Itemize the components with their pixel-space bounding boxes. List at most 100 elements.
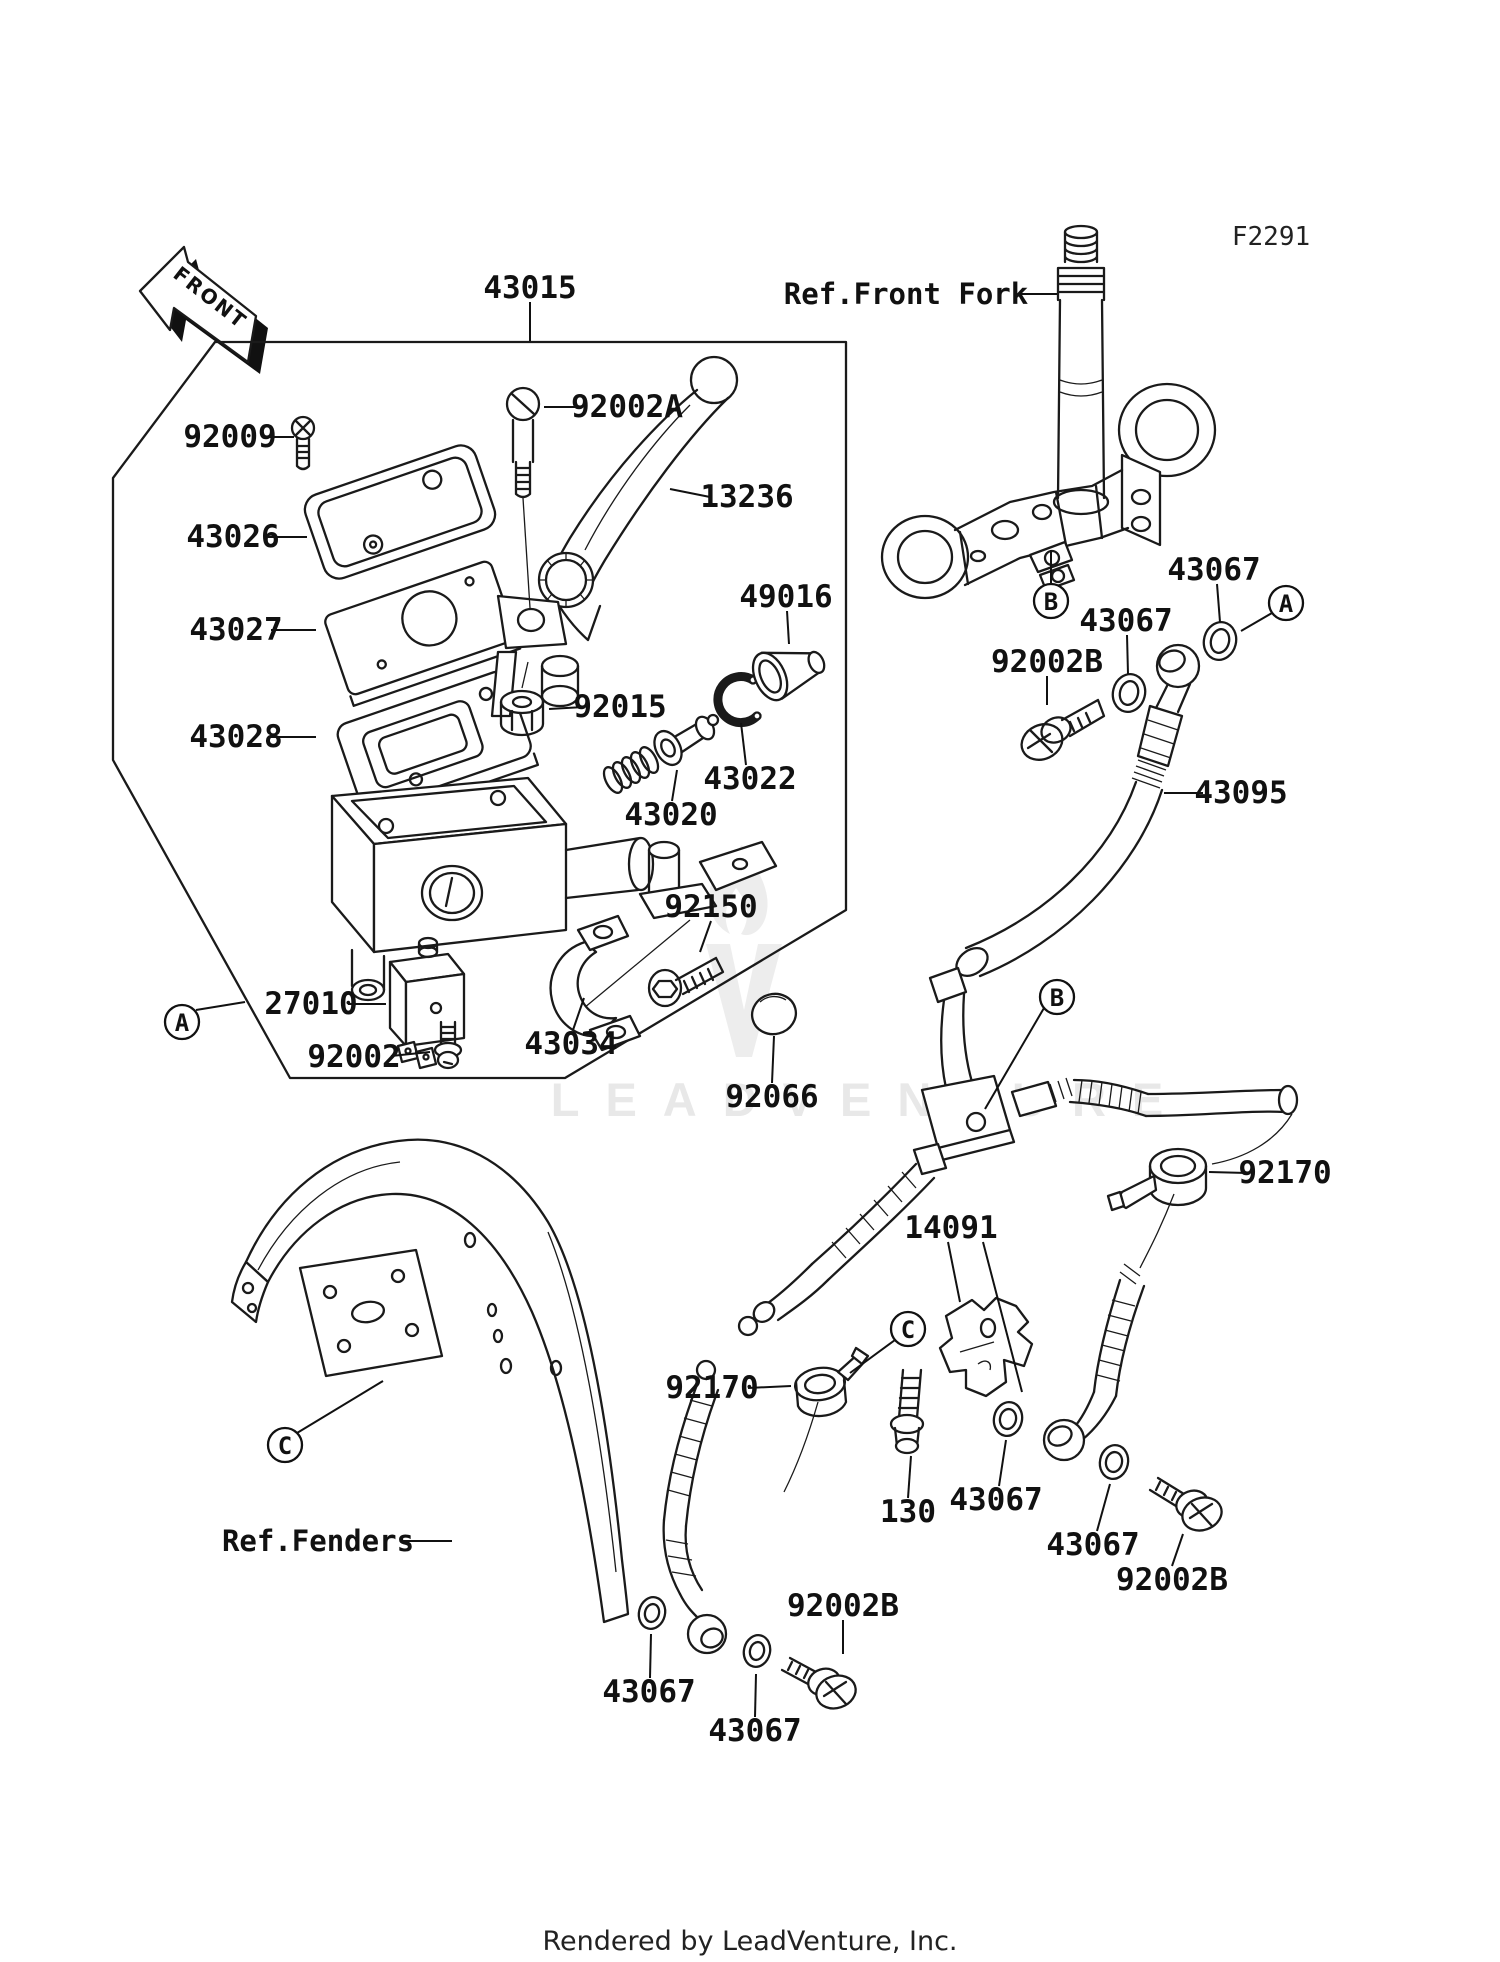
callout-letter: C	[901, 1316, 915, 1344]
part-number-label: 130	[880, 1494, 936, 1530]
part-number-label: 13236	[700, 479, 793, 515]
leader-line	[1208, 1171, 1248, 1174]
part-number-label: 43022	[703, 761, 796, 797]
part-number-label: 92170	[665, 1370, 758, 1406]
leader-line	[849, 1339, 896, 1374]
leader-line	[786, 610, 790, 645]
part-number-label: 43028	[189, 719, 282, 755]
leader-line	[984, 1007, 1045, 1110]
sealing-washer-drawing	[637, 1596, 772, 1668]
part-number-label: 92002	[307, 1039, 400, 1075]
part-number-label: 43020	[624, 797, 717, 833]
leader-line	[1171, 1533, 1184, 1567]
watermark-text: LEADVENTURE	[551, 1073, 1190, 1126]
banjo-bolt-bottom-drawing	[780, 1656, 857, 1710]
part-number-label: 92170	[1238, 1155, 1331, 1191]
leader-line	[669, 488, 711, 498]
part-number-label: 92002A	[571, 389, 683, 425]
leader-line	[771, 1035, 775, 1084]
part-number-label: 14091	[904, 1210, 997, 1246]
reservoir-cap-drawing	[303, 444, 497, 580]
sealing-washer-drawing	[1111, 621, 1238, 713]
part-number-label: 92009	[183, 419, 276, 455]
reservoir-cap-screw-drawing	[290, 415, 316, 471]
banjo-bolt-upper-drawing	[1020, 698, 1106, 761]
leader-line	[1126, 634, 1129, 675]
leader-line	[1240, 612, 1273, 632]
leader-line	[572, 997, 585, 1031]
part-number-label: 43015	[483, 270, 576, 306]
leader-line	[747, 1385, 792, 1389]
part-number-label: 92150	[664, 889, 757, 925]
assembly-frame-box	[111, 340, 848, 1080]
banjo-bolt-right-drawing	[1148, 1476, 1223, 1532]
callout-letter: A	[1279, 590, 1294, 618]
callout-circle-C	[889, 1310, 927, 1348]
leader-line	[907, 1455, 912, 1499]
part-number-label: 43034	[524, 1026, 617, 1062]
circlip-drawing	[713, 672, 762, 727]
lever-pivot-nut-drawing	[499, 689, 545, 737]
part-number-label: 43067	[949, 1482, 1042, 1518]
leader-line	[296, 1380, 384, 1434]
leader-line	[195, 1001, 246, 1011]
leader-line	[754, 1673, 757, 1718]
part-number-label: 43067	[708, 1713, 801, 1749]
brake-hose-left-drawing	[662, 1142, 948, 1655]
part-number-label: 43026	[186, 519, 279, 555]
part-number-label: 92002B	[991, 644, 1103, 680]
part-number-label: 43067	[602, 1674, 695, 1710]
leader-line	[390, 1051, 431, 1057]
part-number-label: 43067	[1046, 1527, 1139, 1563]
callout-letter: A	[175, 1009, 190, 1037]
callout-circle-A	[1267, 584, 1305, 622]
hose-junction-block-drawing	[920, 1074, 1016, 1162]
leader-line	[699, 920, 712, 953]
joint-bolt-130-drawing	[889, 1368, 925, 1455]
sealing-washer-drawing	[992, 1400, 1130, 1481]
front-direction-arrow: FRONT	[138, 245, 268, 374]
reference-label: Ref.Front Fork	[784, 277, 1028, 311]
callout-letter: C	[278, 1432, 292, 1460]
leader-line	[998, 1439, 1007, 1487]
part-number-label: 43067	[1167, 552, 1260, 588]
diaphragm-plate-drawing	[324, 560, 522, 707]
part-number-label: 43095	[1194, 775, 1287, 811]
part-number-label: 27010	[264, 986, 357, 1022]
clamp-bolt-92150-drawing	[647, 956, 725, 1008]
callout-circle-B	[1032, 582, 1070, 620]
clamp-ring-left-drawing	[783, 1346, 870, 1493]
dust-boot-drawing	[751, 650, 826, 702]
leader-line	[740, 722, 747, 766]
front-fender-drawing	[230, 1138, 630, 1624]
brake-hose-right-drawing	[1010, 1077, 1299, 1462]
piston-assembly-drawing	[602, 713, 720, 794]
outlet-cap-drawing	[750, 992, 798, 1036]
leader-line	[1216, 583, 1221, 623]
leader-line	[649, 1633, 652, 1679]
leader-line	[671, 769, 678, 802]
callout-letter: B	[1044, 588, 1058, 616]
master-cylinder-body-drawing	[330, 776, 655, 1002]
diagram-code: F2291	[1232, 222, 1310, 252]
callout-letter: B	[1050, 984, 1064, 1012]
callout-circle-B	[1038, 978, 1076, 1016]
part-number-label: 92066	[725, 1079, 818, 1115]
part-number-label: 43027	[189, 612, 282, 648]
leader-line	[548, 706, 585, 710]
callout-circle-A	[163, 1003, 201, 1041]
callout-circle-C	[266, 1426, 304, 1464]
switch-screw-drawing	[433, 1020, 463, 1070]
lever-pivot-bolt-drawing	[505, 386, 541, 609]
leader-line	[947, 1241, 961, 1303]
leader-line	[982, 1241, 1023, 1393]
part-number-label: 49016	[739, 579, 832, 615]
part-number-label: 43067	[1079, 603, 1172, 639]
brake-hose-upper-drawing	[928, 643, 1201, 1090]
footer-credit: Rendered by LeadVenture, Inc.	[542, 1926, 957, 1957]
reference-label: Ref.Fenders	[222, 1524, 414, 1558]
part-number-label: 92002B	[1116, 1562, 1228, 1598]
part-number-label: 92015	[573, 689, 666, 725]
